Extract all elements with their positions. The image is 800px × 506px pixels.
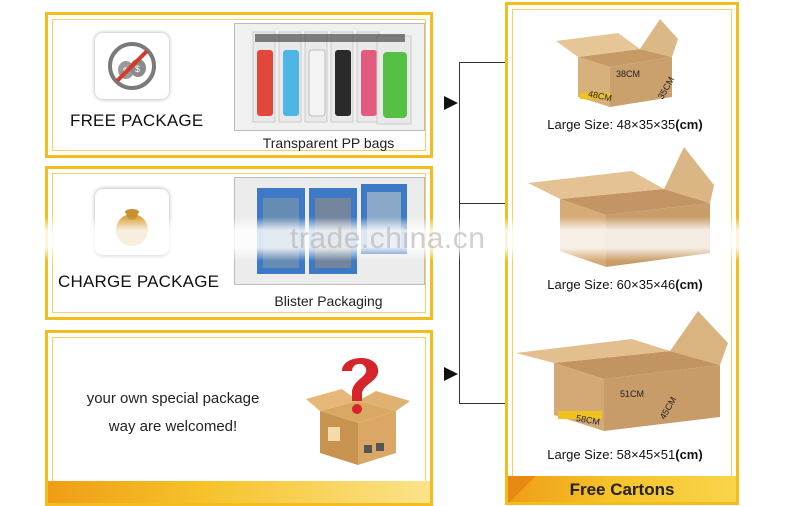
free-cartons-footer: Free Cartons [508, 476, 736, 502]
carton-caption-1: Large Size: 48×35×35(cm) [511, 117, 739, 132]
free-package-panel: $ $ FREE PACKAGE Transparent PP bags [45, 12, 433, 158]
special-package-line2: way are welcomed! [108, 418, 238, 435]
phone-cases-in-bags-image [252, 31, 412, 125]
free-package-icon-tile: $ $ [95, 33, 169, 99]
carton-caption-3-prefix: Large Size: [547, 447, 617, 462]
special-package-text: your own special package way are welcome… [58, 385, 288, 441]
connector-bottom [459, 403, 505, 404]
footer-stripe [508, 476, 538, 502]
arrow-right-icon [444, 367, 458, 381]
carton-dim-51: 51CM [620, 389, 645, 399]
carton-caption-1-unit: (cm) [675, 117, 703, 132]
watermark-text: trade.china.cn [290, 222, 486, 255]
free-package-title: FREE PACKAGE [70, 111, 204, 130]
carton-caption-1-size: 48×35×35 [616, 117, 676, 132]
connector-top [459, 62, 505, 63]
connector-mid [459, 203, 505, 204]
question-box-icon [306, 357, 410, 465]
arrow-right-icon [444, 96, 458, 110]
special-panel-footer [48, 481, 430, 503]
carton-box-small-image [556, 19, 678, 107]
svg-text:$: $ [135, 64, 140, 74]
carton-caption-2-prefix: Large Size: [547, 277, 617, 292]
special-package-panel: your own special package way are welcome… [45, 330, 433, 506]
carton-caption-2: Large Size: 60×35×46(cm) [511, 277, 739, 292]
pp-bags-caption: Transparent PP bags [262, 135, 395, 151]
carton-caption-1-prefix: Large Size: [547, 117, 617, 132]
carton-caption-2-unit: (cm) [675, 277, 703, 292]
carton-caption-3: Large Size: 58×45×51(cm) [511, 447, 739, 462]
carton-caption-3-size: 58×45×51 [616, 447, 676, 462]
special-package-line1: your own special package [86, 390, 260, 407]
carton-caption-2-size: 60×35×46 [616, 277, 676, 292]
free-cartons-label: Free Cartons [569, 480, 675, 499]
carton-box-large-image [516, 311, 728, 431]
watermark-band [0, 217, 800, 261]
pp-bags-photo [234, 23, 425, 131]
blister-caption: Blister Packaging [274, 293, 383, 309]
charge-package-title: CHARGE PACKAGE [58, 272, 220, 291]
carton-dim-38: 38CM [616, 69, 641, 79]
no-money-icon: $ $ [108, 42, 156, 90]
carton-caption-3-unit: (cm) [675, 447, 703, 462]
panel-inner-border [52, 19, 426, 151]
